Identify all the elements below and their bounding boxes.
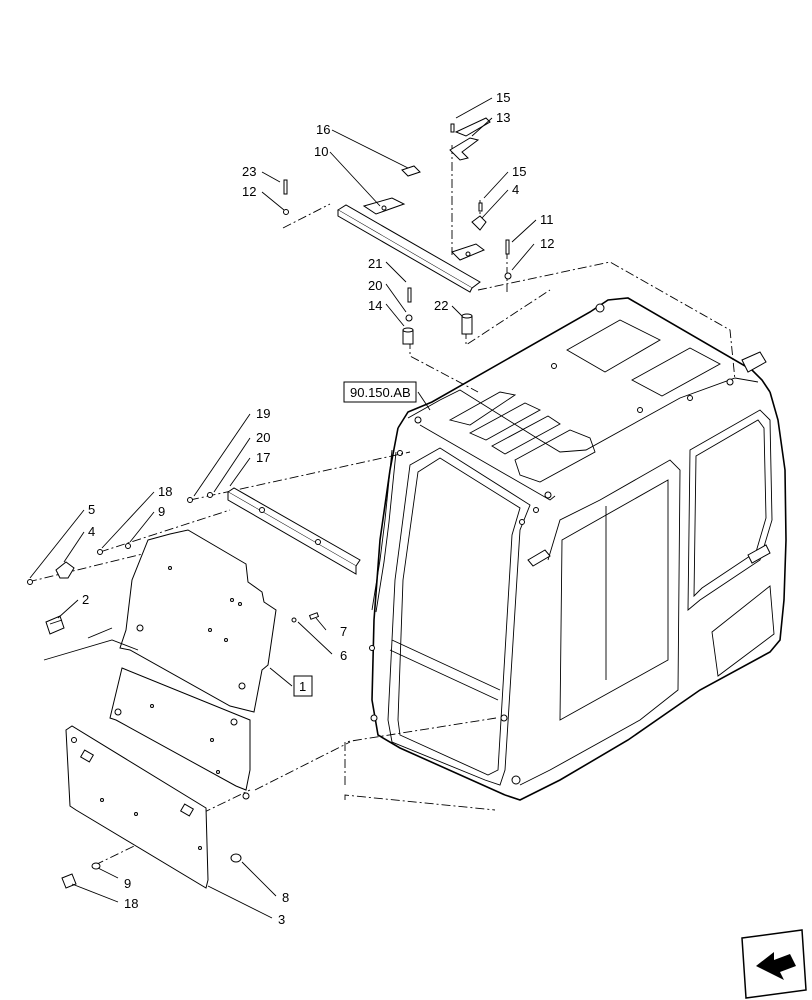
next-page-arrow-icon[interactable]	[741, 929, 807, 999]
callout-2: 2	[82, 592, 89, 607]
callout-20: 20	[256, 430, 270, 445]
assembly-centerlines	[27, 145, 736, 866]
callout-6: 6	[340, 648, 347, 663]
callout-16: 16	[316, 122, 330, 137]
upper-bracket-assembly	[283, 117, 512, 345]
callout-9: 9	[158, 504, 165, 519]
callout-17: 17	[256, 450, 270, 465]
cab-body	[369, 297, 787, 801]
callout-18: 18	[158, 484, 172, 499]
assembly-callout-box[interactable]: 1	[293, 675, 313, 697]
assembly-label: 1	[299, 679, 306, 694]
reference-callout-box[interactable]: 90.150.AB	[343, 381, 417, 403]
callout-12: 12	[242, 184, 256, 199]
callout-labels: 15 13 16 10 23 12 15 4 11 12 21 20 14 22…	[82, 90, 554, 927]
callout-3: 3	[278, 912, 285, 927]
callout-12: 12	[540, 236, 554, 251]
callout-13: 13	[496, 110, 510, 125]
callout-15: 15	[496, 90, 510, 105]
callout-5: 5	[88, 502, 95, 517]
callout-leader-lines	[29, 97, 537, 919]
callout-8: 8	[282, 890, 289, 905]
reference-label: 90.150.AB	[350, 385, 411, 400]
callout-14: 14	[368, 298, 382, 313]
callout-9: 9	[124, 876, 131, 891]
callout-19: 19	[256, 406, 270, 421]
callout-10: 10	[314, 144, 328, 159]
callout-22: 22	[434, 298, 448, 313]
callout-18: 18	[124, 896, 138, 911]
callout-23: 23	[242, 164, 256, 179]
callout-20: 20	[368, 278, 382, 293]
callout-15: 15	[512, 164, 526, 179]
callout-11: 11	[540, 212, 554, 227]
callout-4: 4	[88, 524, 95, 539]
callout-21: 21	[368, 256, 382, 271]
cover-panel-assembly	[27, 487, 361, 889]
callout-4: 4	[512, 182, 519, 197]
callout-7: 7	[340, 624, 347, 639]
